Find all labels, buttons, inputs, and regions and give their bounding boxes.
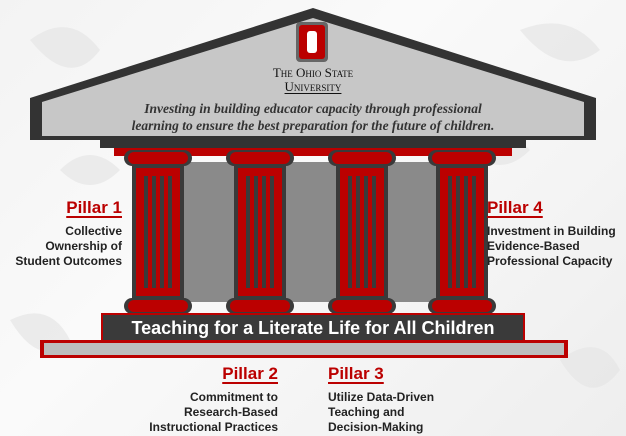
base-step-gray [44,343,564,355]
university-name: The Ohio State University [243,66,383,94]
temple-columns [124,150,496,314]
roof-pediment [30,8,596,156]
tagline-line-2: learning to ensure the best preparation … [131,118,495,133]
pillar-2-description: Commitment to Research-Based Instruction… [140,390,278,435]
pillar-2-title: Pillar 2 [222,364,278,383]
temple-wall [142,162,484,302]
osu-logo-icon [296,22,328,62]
pillar-2-line-2: Research-Based [183,405,278,419]
pillar-3-line-2: Teaching and [328,405,405,419]
pillar-1-line-3: Student Outcomes [15,254,122,268]
pillar-1-title: Pillar 1 [66,198,122,217]
university-line-2: University [284,79,342,94]
temple-column-1 [124,150,192,314]
pillar-2-block: Pillar 2 Commitment to Research-Based In… [140,364,278,435]
banner-title: Teaching for a Literate Life for All Chi… [131,318,495,338]
pillar-3-line-1: Utilize Data-Driven [328,390,435,404]
pillar-3-line-3: Decision-Making [328,420,424,434]
pillar-1-description: Collective Ownership of Student Outcomes [0,224,122,269]
tagline-line-1: Investing in building educator capacity … [144,101,482,116]
pillar-1-line-2: Ownership of [45,239,122,253]
tagline: Investing in building educator capacity … [60,100,566,134]
pillar-4-line-2: Evidence-Based [487,239,580,253]
banner-plate [101,313,525,343]
pillar-4-block: Pillar 4 Investment in Building Evidence… [487,198,626,269]
pillar-3-description: Utilize Data-Driven Teaching and Decisio… [328,390,478,435]
temple-column-3 [328,150,396,314]
pillar-2-line-1: Commitment to [190,390,278,404]
pillar-3-title: Pillar 3 [328,364,384,383]
pillar-1-line-1: Collective [65,224,122,238]
pillar-4-title: Pillar 4 [487,198,543,217]
pillar-3-block: Pillar 3 Utilize Data-Driven Teaching an… [328,364,478,435]
pillar-4-description: Investment in Building Evidence-Based Pr… [487,224,626,269]
university-line-1: The Ohio State [272,65,354,80]
temple-column-4 [428,150,496,314]
pillar-1-block: Pillar 1 Collective Ownership of Student… [0,198,122,269]
pillar-4-line-1: Investment in Building [487,224,616,238]
pillar-2-line-3: Instructional Practices [149,420,278,434]
temple-column-2 [226,150,294,314]
pillar-4-line-3: Professional Capacity [487,254,613,268]
